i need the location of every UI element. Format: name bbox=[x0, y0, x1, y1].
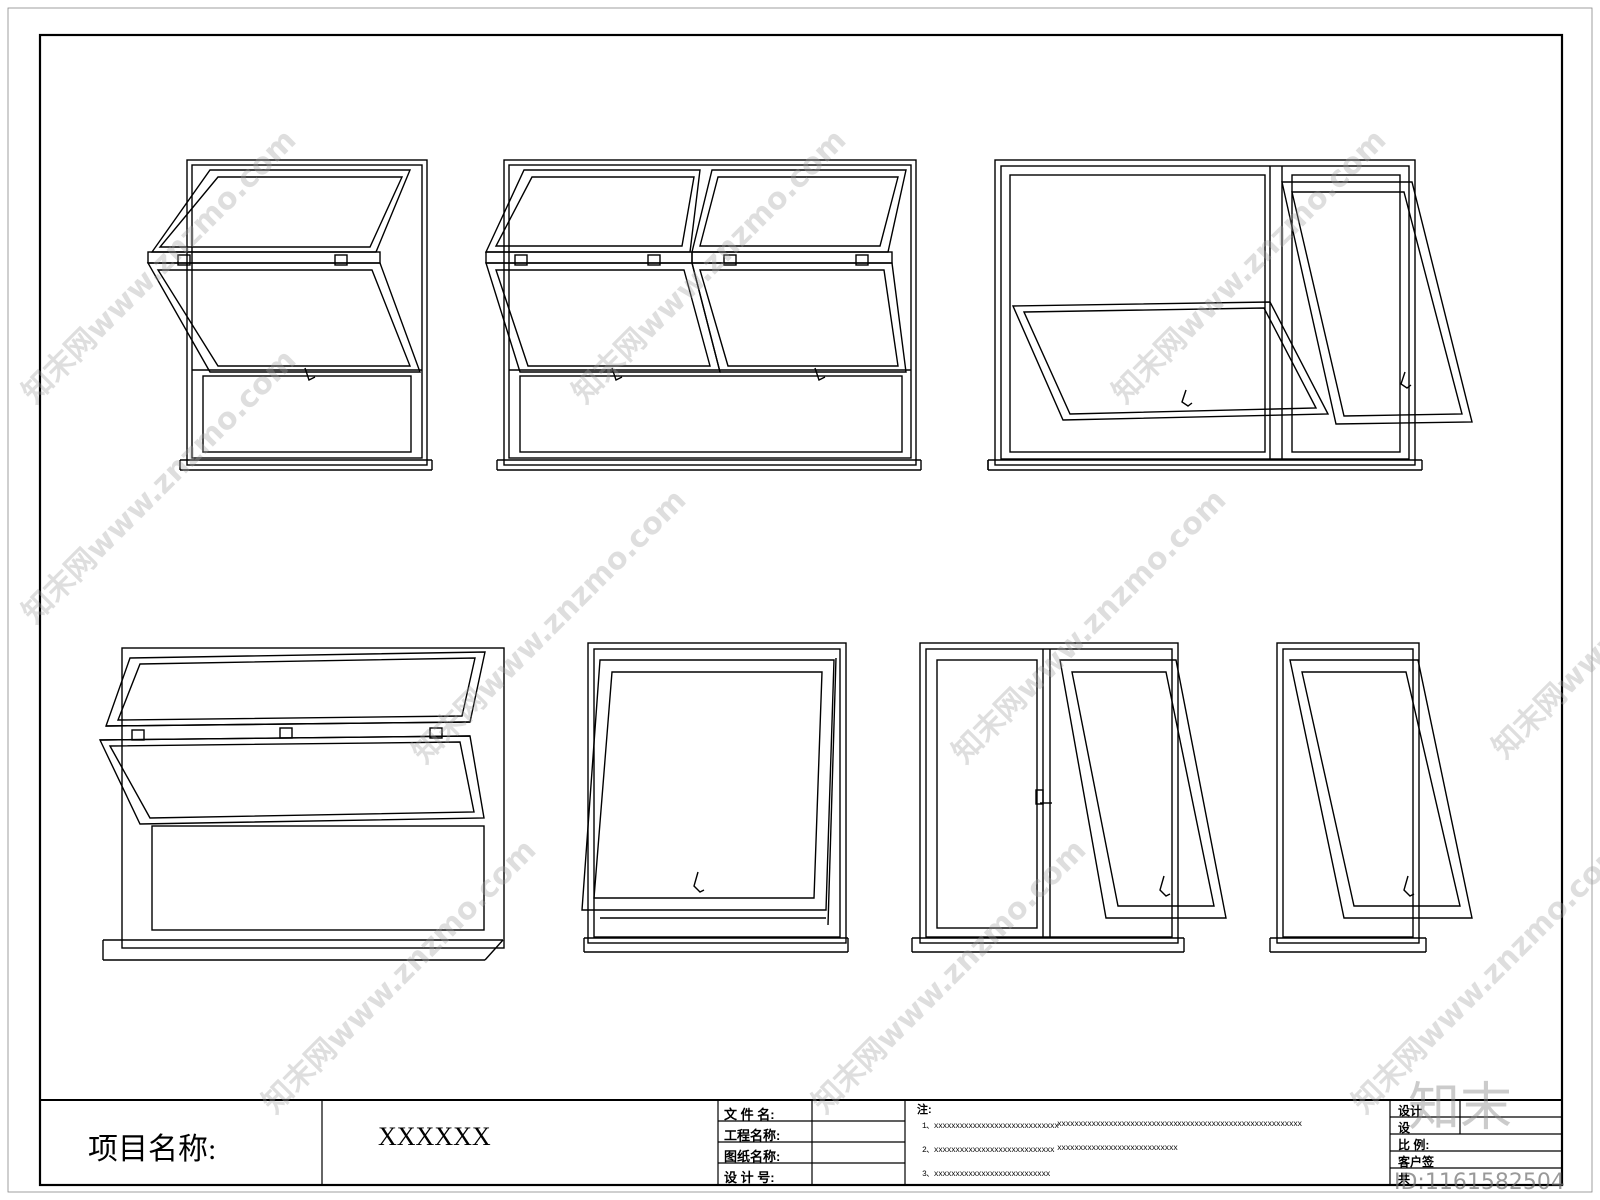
note-line-1c: xxxxxxxxxxxxxxxxxxxxxxxxxxxxx bbox=[1177, 1120, 1302, 1129]
window-drawing-5 bbox=[581, 642, 849, 953]
sheet-outer-border bbox=[7, 7, 1593, 1193]
watermark-logo: 知末 bbox=[1408, 1078, 1513, 1138]
scale-label: 比 例: bbox=[1398, 1138, 1430, 1152]
note-line-1a: 1、xxxxxxxxxxxxxxxxxxxxxxxxxxxxx bbox=[922, 1122, 1059, 1131]
window-drawing-4 bbox=[98, 647, 505, 961]
watermark-id: ID:1161582504 bbox=[1394, 1170, 1565, 1195]
design-label: 设 bbox=[1398, 1121, 1411, 1135]
note-line-3: 3、xxxxxxxxxxxxxxxxxxxxxxxxxxx bbox=[922, 1170, 1050, 1179]
drawing-name-label: 图纸名称: bbox=[724, 1149, 781, 1164]
project-name-value: XXXXXX bbox=[378, 1122, 491, 1151]
client-sign-label: 客户签 bbox=[1398, 1155, 1435, 1169]
window-drawing-2 bbox=[484, 159, 922, 471]
sheet-inner-border bbox=[38, 33, 1564, 1187]
notes-title: 注: bbox=[917, 1104, 932, 1116]
note-line-2a: 2、xxxxxxxxxxxxxxxxxxxxxxxxxxxx bbox=[922, 1146, 1055, 1155]
designer-label: 设计 bbox=[1398, 1104, 1423, 1118]
window-drawing-3 bbox=[987, 159, 1473, 471]
window-drawing-7 bbox=[1269, 642, 1473, 953]
project-name-label: 项目名称: bbox=[88, 1133, 217, 1166]
window-drawing-6 bbox=[911, 642, 1227, 953]
note-line-1b: xxxxxxxxxxxxxxxxxxxxxxxxxxxx bbox=[1057, 1120, 1178, 1129]
project-name-field-label: 工程名称: bbox=[724, 1128, 781, 1143]
total-label: 共 bbox=[1398, 1172, 1411, 1186]
design-number-label: 设 计 号: bbox=[724, 1170, 775, 1185]
file-name-label: 文 件 名: bbox=[724, 1107, 775, 1122]
window-drawing-1 bbox=[146, 159, 433, 471]
note-line-2b: xxxxxxxxxxxxxxxxxxxxxxxxxxxx bbox=[1057, 1144, 1178, 1153]
title-block-lines bbox=[40, 1099, 1562, 1185]
